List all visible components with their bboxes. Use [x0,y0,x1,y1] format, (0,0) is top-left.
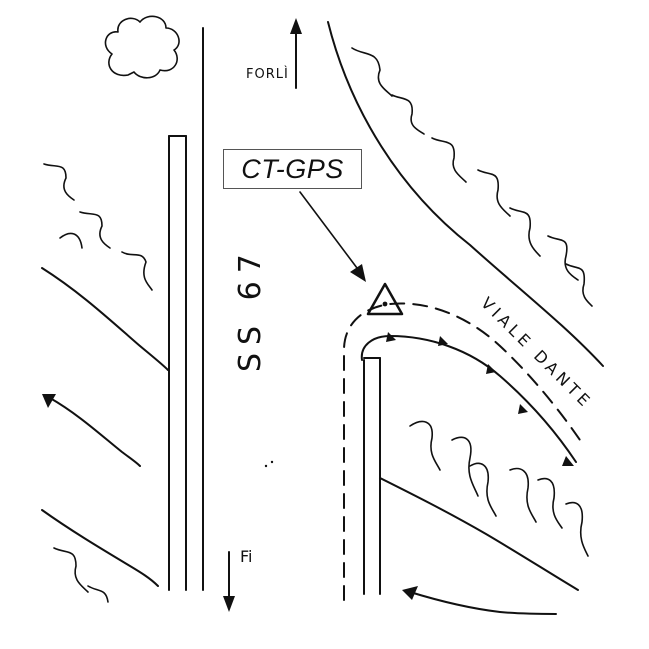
embankment-hatch-1 [351,47,393,97]
viale-dante-dashed-line [343,302,585,601]
road-tick-4 [518,404,528,414]
bottom-right-flow-line [409,591,557,615]
tree-outline [104,15,180,79]
station-label: CT-GPS [241,153,344,184]
lower-right-hatch-3 [469,462,497,517]
ss67-label: SS 67 [233,246,268,372]
forli-arrow-icon [290,18,302,34]
station-label-box: CT-GPS [223,149,362,189]
bottom-right-flow-arrow-icon [402,586,418,600]
embankment-hatch-7 [565,263,593,307]
viale-dante-inner-edge [360,335,577,463]
lower-right-hatch-4 [509,467,537,523]
road-tick-5 [562,456,574,466]
lower-right-hatch-1 [409,420,441,471]
road-tick-2 [438,336,448,346]
left-hatch-4 [121,251,153,291]
fi-arrow-icon [223,596,235,612]
viale-dante-label: VIALE DANTE [477,293,596,412]
bottom-left-edge [41,509,159,587]
embankment-hatch-6 [547,235,579,281]
station-point-icon [382,301,388,307]
road-tick-1 [386,332,396,342]
bottom-left-hatch [53,547,89,593]
left-hatch-2 [79,211,111,249]
forli-label: FORLÌ [246,66,289,82]
speck-1 [264,464,268,468]
station-leader-line [299,191,361,273]
speck-2 [270,460,274,464]
lower-right-hatch-6 [565,501,589,557]
embankment-hatch-4 [477,169,511,217]
station-leader-arrow-icon [350,264,366,282]
embankment-hatch-5 [509,207,541,257]
lower-right-hatch-5 [537,477,563,529]
left-flow-line [49,397,141,467]
embankment-hatch-3 [431,137,467,183]
left-hatch-1 [43,163,75,201]
bottom-left-hatch-2 [87,585,109,603]
left-flow-arrow-icon [42,394,56,408]
fi-label: Fi [240,547,252,566]
left-embankment-edge-upper [41,267,169,371]
lower-right-embankment-edge [379,477,579,591]
road-tick-3 [486,364,496,374]
station-triangle-icon [366,282,404,316]
lower-right-hatch-2 [451,436,479,497]
viale-dante-outer-edge [327,21,604,367]
left-hatch-3 [59,232,83,249]
embankment-hatch-2 [391,94,425,135]
